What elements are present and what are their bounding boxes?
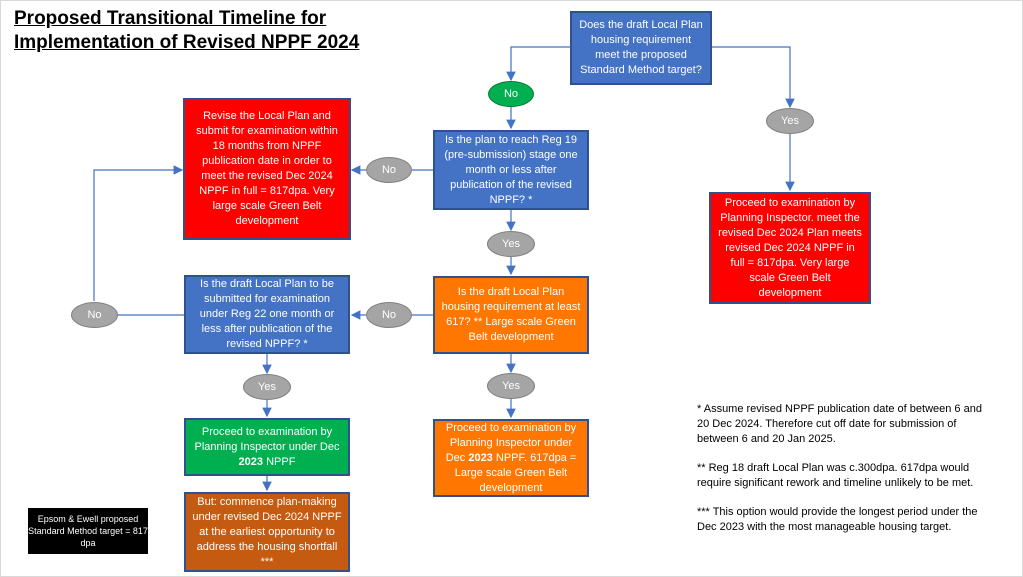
- title-line-2: Implementation of Revised NPPF 2024: [14, 32, 360, 53]
- no-oval-617: No: [366, 302, 412, 328]
- no-left-label: No: [87, 309, 102, 321]
- footnote-3: *** This option would provide the longes…: [697, 506, 978, 533]
- question-reg22: Is the draft Local Plan to be submitted …: [184, 275, 350, 354]
- revise-local-plan-box: Revise the Local Plan and submit for exa…: [183, 98, 351, 240]
- yes-617-label: Yes: [502, 380, 520, 392]
- connector-top-to-yes: [712, 46, 795, 109]
- proceed-right-text: Proceed to examination by Planning Inspe…: [718, 196, 862, 299]
- commence-text: But: commence plan-making under revised …: [192, 495, 342, 568]
- proceed-green-post: NPPF: [263, 455, 296, 468]
- proceed-orange-pre: Proceed to examination by Planning Inspe…: [445, 421, 577, 464]
- connector-no-left-to-revise: [93, 165, 184, 301]
- yes-reg22-label: Yes: [258, 381, 276, 393]
- connector-top-to-no: [506, 46, 570, 82]
- revise-text: Revise the Local Plan and submit for exa…: [196, 110, 338, 227]
- question-reg19: Is the plan to reach Reg 19 (pre-submiss…: [433, 130, 589, 210]
- footnote-2: ** Reg 18 draft Local Plan was c.300dpa.…: [697, 462, 974, 489]
- yes-oval-617: Yes: [487, 373, 535, 399]
- proceed-green-year: 2023: [238, 455, 264, 468]
- proceed-examination-right-box: Proceed to examination by Planning Inspe…: [709, 192, 871, 304]
- proceed-green-pre: Proceed to examination by Planning Inspe…: [194, 425, 340, 453]
- yes-oval-reg22: Yes: [243, 374, 291, 400]
- question-meet-standard-method: Does the draft Local Plan housing requir…: [570, 11, 712, 85]
- proceed-examination-orange-box: Proceed to examination by Planning Inspe…: [433, 419, 589, 497]
- no-top-label: No: [503, 88, 519, 100]
- no-617-label: No: [381, 309, 397, 321]
- proceed-green-text: Proceed to examination by Planning Inspe…: [192, 425, 342, 470]
- no-reg19-label: No: [381, 164, 397, 176]
- no-oval-top: No: [488, 81, 534, 107]
- page-title: Proposed Transitional Timeline for Imple…: [14, 7, 359, 55]
- standard-method-target-text: Epsom & Ewell proposed Standard Method t…: [28, 514, 148, 548]
- yes-oval-reg19: Yes: [487, 231, 535, 257]
- title-line-1: Proposed Transitional Timeline for: [14, 8, 327, 29]
- question-meet-text: Does the draft Local Plan housing requir…: [579, 19, 703, 76]
- proceed-examination-green-box: Proceed to examination by Planning Inspe…: [184, 418, 350, 476]
- footnotes: * Assume revised NPPF publication date o…: [697, 402, 987, 549]
- proceed-orange-text: Proceed to examination by Planning Inspe…: [441, 421, 581, 496]
- question-reg22-text: Is the draft Local Plan to be submitted …: [199, 278, 335, 350]
- question-617-text: Is the draft Local Plan housing requirem…: [441, 286, 581, 343]
- proceed-orange-year: 2023: [468, 451, 493, 464]
- question-housing-617: Is the draft Local Plan housing requirem…: [433, 276, 589, 354]
- yes-oval-right: Yes: [766, 108, 814, 134]
- footnote-1: * Assume revised NPPF publication date o…: [697, 403, 982, 445]
- proceed-orange-post: NPPF. 617dpa = Large scale Green Belt de…: [454, 451, 577, 494]
- question-reg19-text: Is the plan to reach Reg 19 (pre-submiss…: [444, 133, 578, 206]
- standard-method-target-box: Epsom & Ewell proposed Standard Method t…: [28, 508, 148, 554]
- no-oval-reg19: No: [366, 157, 412, 183]
- yes-reg19-label: Yes: [502, 238, 520, 250]
- yes-right-label: Yes: [781, 115, 799, 127]
- no-oval-left: No: [71, 302, 118, 328]
- commence-plan-making-box: But: commence plan-making under revised …: [184, 492, 350, 572]
